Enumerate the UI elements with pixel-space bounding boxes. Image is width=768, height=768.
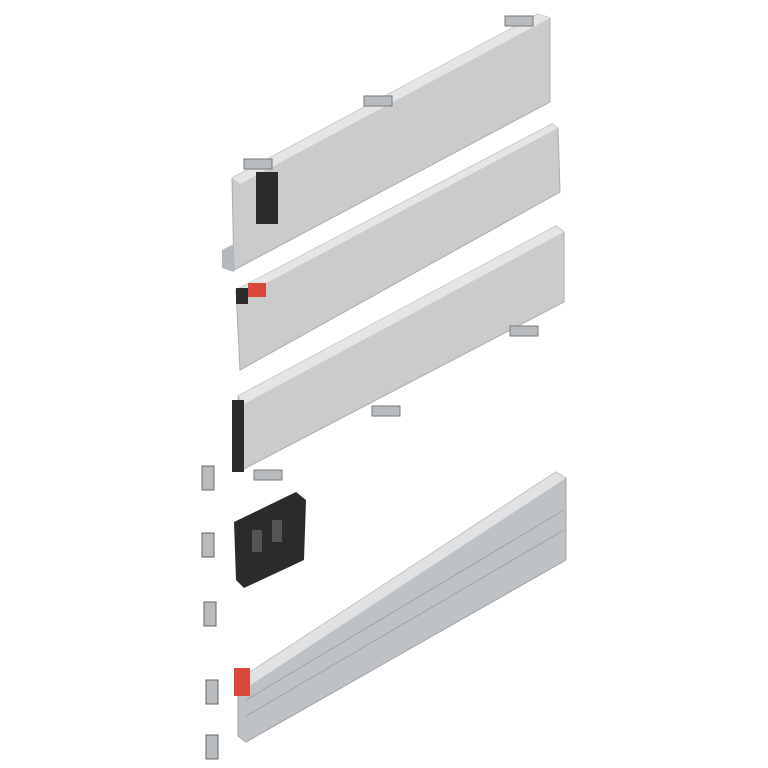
- mounting-clip: [201, 532, 215, 558]
- rear-fixing-bracket: [234, 492, 306, 588]
- runner-rail: [234, 471, 567, 743]
- connector-plate: [243, 158, 273, 170]
- mounting-clip: [203, 601, 217, 627]
- rear-bracket: [256, 172, 278, 224]
- connector-plate: [253, 469, 283, 481]
- mounting-clip: [205, 734, 219, 760]
- front-clip: [236, 288, 248, 304]
- rail-red-lock: [234, 668, 250, 696]
- connector-plate: [363, 95, 393, 107]
- connector-plate: [509, 325, 539, 337]
- mounting-clip: [201, 465, 215, 491]
- mounting-clip: [205, 679, 219, 705]
- middle-side-panel: [235, 123, 561, 371]
- connector-plate: [371, 405, 401, 417]
- connectors: [243, 15, 539, 481]
- red-clip: [248, 283, 266, 297]
- connector-plate: [504, 15, 534, 27]
- front-side-panel: [232, 225, 565, 472]
- front-fixing: [232, 400, 244, 472]
- mounting-clips: [201, 465, 219, 760]
